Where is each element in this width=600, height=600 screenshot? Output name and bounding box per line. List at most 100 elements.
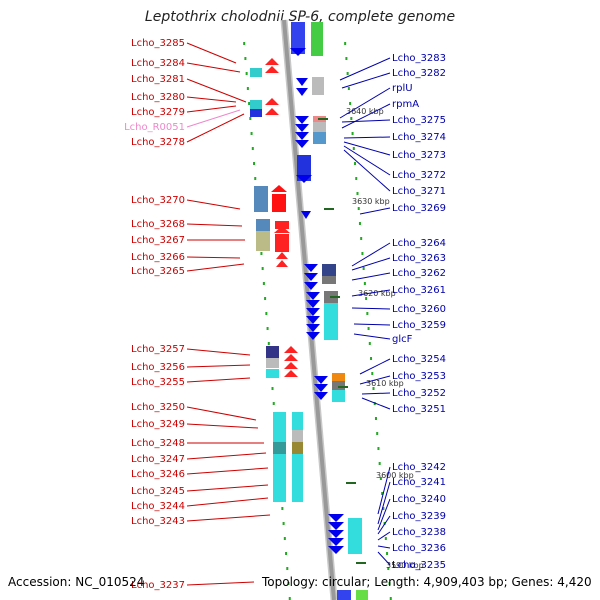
reverse-arrow [295, 116, 309, 124]
forward-gene-block [266, 358, 279, 368]
reverse-arrow [328, 546, 344, 554]
reverse-arrow [328, 538, 344, 546]
track-dot-left [288, 597, 291, 600]
gene-label: Lcho_3282 [392, 68, 446, 79]
track-dot-right [368, 342, 371, 345]
track-dot-right [351, 132, 354, 135]
label-leader-line [186, 581, 255, 586]
track-dot-left [245, 72, 248, 75]
reverse-arrow [306, 308, 320, 316]
track-dot-right [345, 57, 348, 60]
gene-label: Lcho_3267 [131, 235, 185, 246]
forward-gene-block [273, 442, 286, 454]
track-dot-left [286, 567, 289, 570]
label-leader-line [186, 348, 251, 356]
gene-label: Lcho_3242 [392, 462, 446, 473]
forward-gene-block [250, 109, 262, 117]
reverse-arrow [306, 332, 320, 340]
feature-block [311, 22, 323, 56]
track-dot-right [372, 387, 375, 390]
track-dot-left [244, 57, 247, 60]
forward-gene-block [275, 221, 289, 229]
label-leader-line [186, 42, 237, 64]
reverse-arrow [295, 132, 309, 140]
kbp-tick-label: 3620 kbp [358, 289, 396, 298]
kbp-tick-label: 3640 kbp [346, 107, 384, 116]
forward-arrow [265, 98, 279, 105]
track-dot-right [360, 237, 363, 240]
track-dot-right [347, 87, 350, 90]
gene-label: Lcho_3253 [392, 371, 446, 382]
forward-arrow [276, 252, 288, 259]
track-dot-left [254, 177, 257, 180]
track-dot-left [253, 162, 256, 165]
label-leader-line [343, 149, 391, 192]
track-dot-right [349, 102, 352, 105]
track-dot-left [249, 117, 252, 120]
features [250, 22, 368, 600]
label-leader-line [186, 497, 269, 507]
gene-label: Lcho_3254 [392, 354, 446, 365]
gene-label: Lcho_3238 [392, 527, 446, 538]
forward-gene-block [275, 234, 289, 252]
label-leader-line [377, 531, 391, 541]
gene-label: Lcho_3249 [131, 419, 185, 430]
reverse-gene-block [348, 518, 362, 554]
label-leader-line [339, 57, 391, 81]
gene-label: Lcho_3266 [131, 252, 185, 263]
label-leader-line [186, 484, 269, 492]
reverse-arrow [314, 392, 328, 400]
track-dot-left [267, 342, 270, 345]
label-leader-line [351, 242, 391, 267]
label-leader-line [361, 392, 391, 395]
track-dot-right [367, 327, 370, 330]
kbp-tick [356, 562, 366, 564]
topology-text: Topology: circular; Length: 4,909,403 bp… [262, 575, 592, 589]
label-leader-line [186, 423, 259, 429]
kbp-tick [318, 118, 328, 120]
gene-label: Lcho_3256 [131, 362, 185, 373]
gene-label: Lcho_3252 [392, 388, 446, 399]
forward-arrow [276, 260, 288, 267]
track-dot-right [389, 597, 392, 600]
track-dot-left [246, 87, 249, 90]
reverse-gene-block [332, 381, 345, 390]
label-leader-line [351, 289, 391, 297]
track-dot-right [371, 372, 374, 375]
gene-label: Lcho_3278 [131, 137, 185, 148]
track-dot-right [379, 477, 382, 480]
label-leader-line [186, 96, 237, 103]
reverse-arrow [290, 48, 306, 56]
track-dot-right [384, 537, 387, 540]
kbp-tick [338, 386, 348, 388]
forward-gene-block [266, 346, 279, 358]
gene-label: Lcho_3272 [392, 170, 446, 181]
reverse-gene-block [324, 303, 338, 340]
track-dot-right [355, 177, 358, 180]
gene-label: Lcho_3246 [131, 469, 185, 480]
track-dot-left [251, 147, 254, 150]
track-dot-left [272, 402, 275, 405]
label-leader-line [186, 467, 269, 475]
gene-label: Lcho_3241 [392, 477, 446, 488]
reverse-arrow [328, 514, 344, 522]
reverse-gene-block [332, 390, 345, 402]
track-dot-right [344, 42, 347, 45]
track-dot-left [265, 312, 268, 315]
label-leader-line [343, 136, 391, 139]
track-dot-left [264, 297, 267, 300]
gene-label: Lcho_3264 [392, 238, 446, 249]
track-dot-right [370, 357, 373, 360]
label-leader-line [341, 72, 391, 89]
forward-gene-block [292, 442, 303, 454]
reverse-gene-block [313, 122, 326, 132]
label-leader-line [359, 358, 391, 375]
gene-label: Lcho_3250 [131, 402, 185, 413]
gene-label: Lcho_3271 [392, 186, 446, 197]
track-dot-left [287, 582, 290, 585]
track-dot-right [374, 417, 377, 420]
track-dot-right [352, 147, 355, 150]
gene-label: Lcho_3261 [392, 285, 446, 296]
reverse-arrow [304, 264, 318, 272]
